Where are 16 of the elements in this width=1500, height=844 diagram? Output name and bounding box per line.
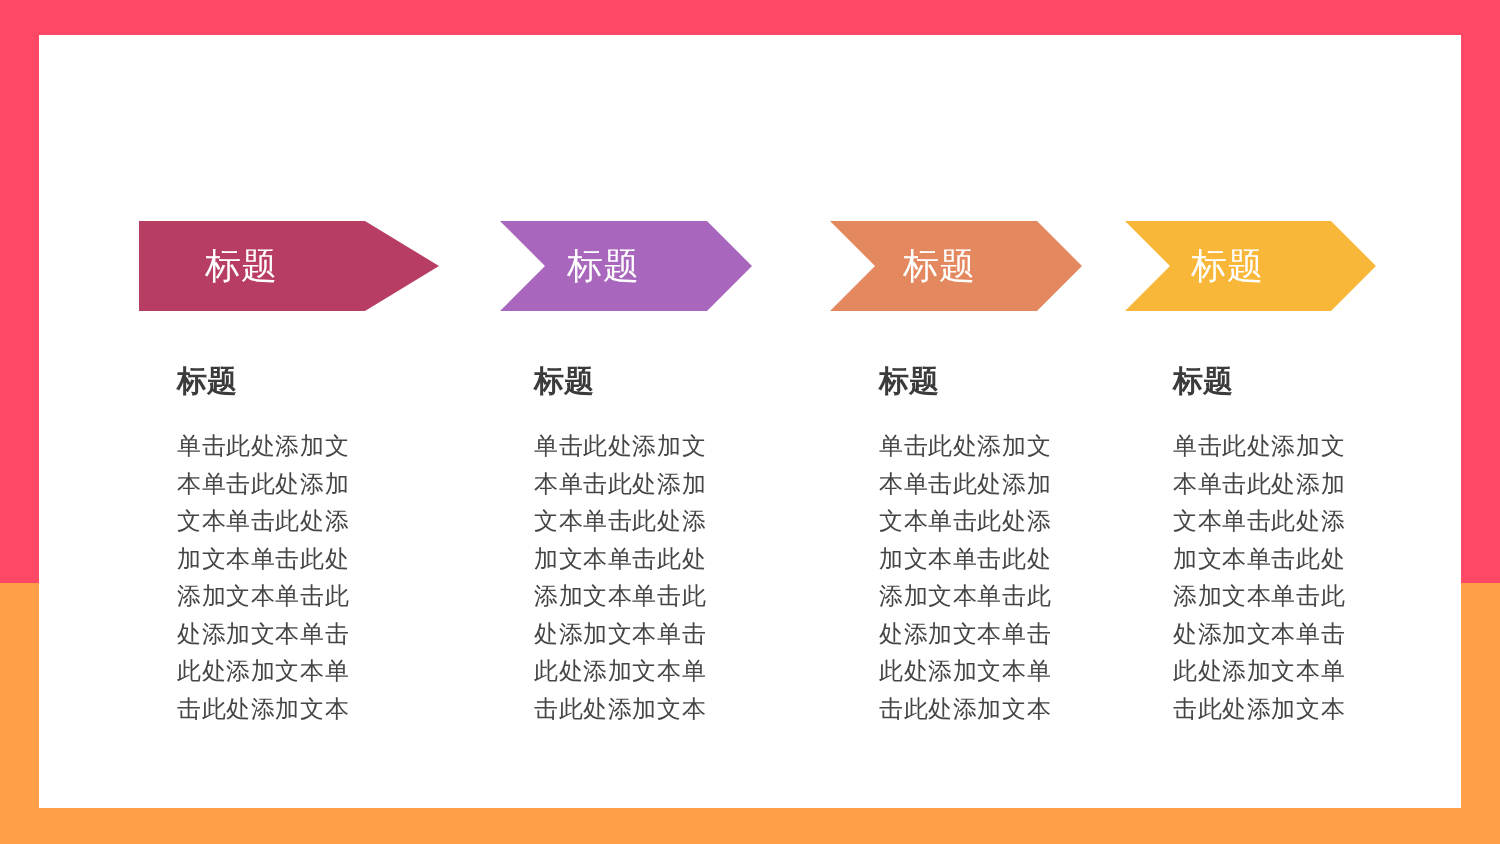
step-title: 标题 [1191,244,1263,288]
body-text: 单击此处添加文本单击此处添加文本单击此处添加文本单击此处添加文本单击此处添加文本单击此处添加文本单击此处添加文本 [1173,431,1347,725]
chevron-arrow [139,221,439,311]
column-heading: 标题 [534,362,594,400]
body-text: 单击此处添加文本单击此处添加文本单击此处添加文本单击此处添加文本单击此处添加文本单击此处添加文本单击此处添加文本 [879,431,1053,725]
body-text: 单击此处添加文本单击此处添加文本单击此处添加文本单击此处添加文本单击此处添加文本单击此处添加文本单击此处添加文本 [177,431,351,725]
step-title: 标题 [903,244,975,288]
column-heading: 标题 [1173,362,1233,400]
column-heading: 标题 [177,362,237,400]
column-heading: 标题 [879,362,939,400]
body-text: 单击此处添加文本单击此处添加文本单击此处添加文本单击此处添加文本单击此处添加文本单击此处添加文本单击此处添加文本 [534,431,708,725]
step-title: 标题 [205,244,277,288]
chevron-arrow [500,221,752,311]
chevron-arrow [1125,221,1376,311]
step-title: 标题 [567,244,639,288]
chevron-arrow [830,221,1082,311]
